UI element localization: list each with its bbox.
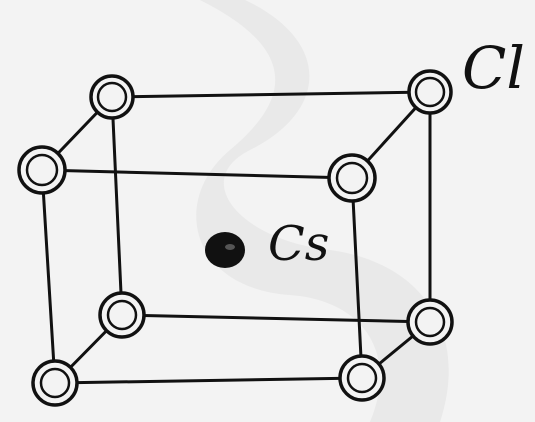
atom-shading [25, 76, 446, 399]
cl-atom-back-bottom-right [406, 298, 454, 346]
cl-atom-front-bottom-left [31, 359, 79, 407]
cl-atom-back-bottom-left [98, 291, 146, 339]
cl-atom-front-top-left [17, 145, 67, 195]
label-cs: Cs [268, 216, 329, 272]
label-cl: Cl [462, 34, 525, 102]
cl-atom-front-top-right [327, 153, 377, 203]
watermark-swoosh [196, 0, 449, 422]
cs-atom [205, 232, 245, 268]
cl-atom-front-bottom-right [338, 354, 386, 402]
